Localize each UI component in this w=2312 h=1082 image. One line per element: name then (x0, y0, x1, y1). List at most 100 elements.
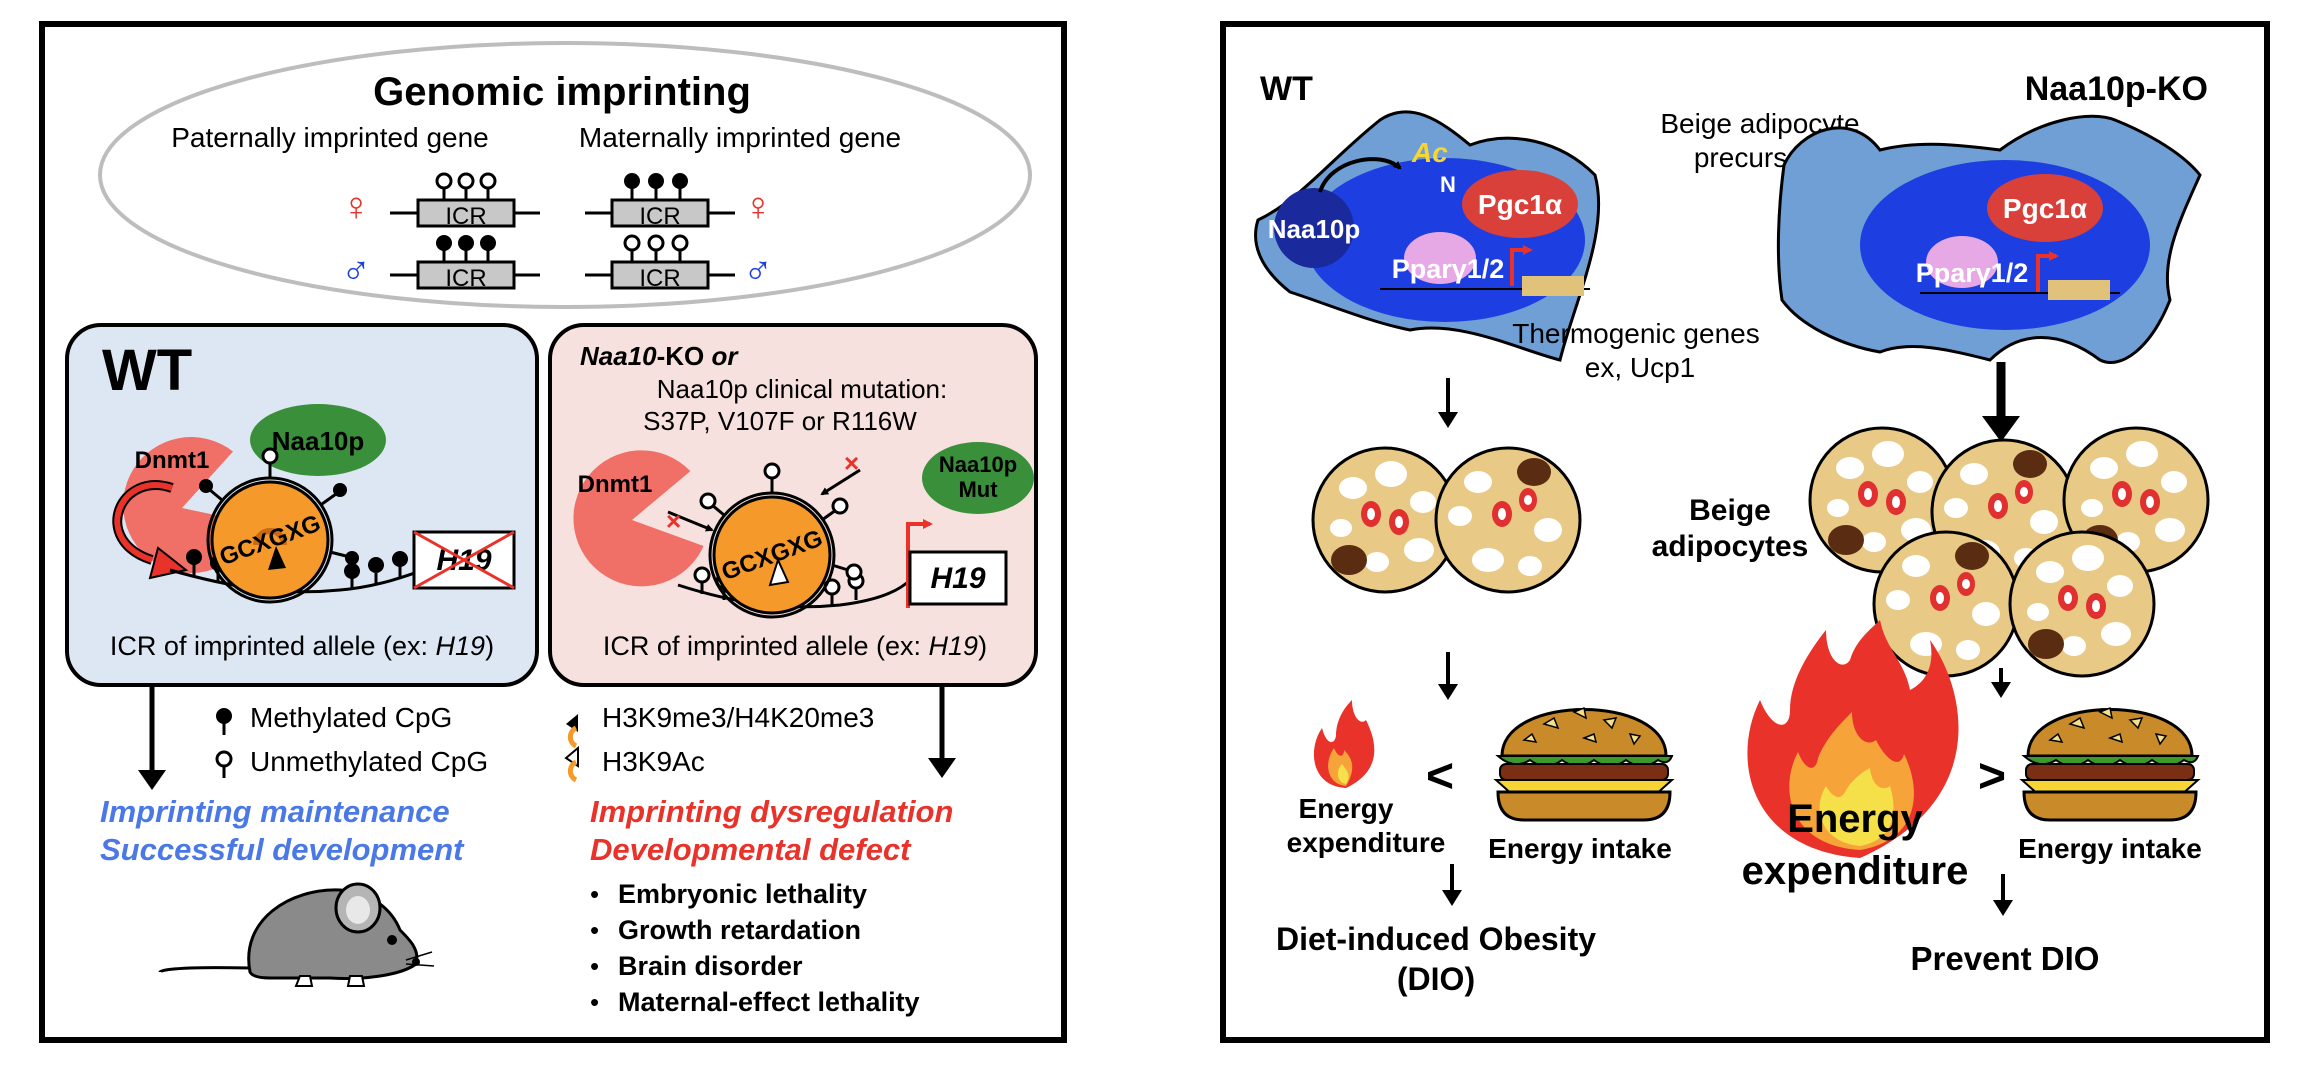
ko-differentiation-arrowhead (1982, 416, 2020, 442)
right-wt-label: WT (1260, 70, 1313, 108)
ko-histone-marks (699, 462, 863, 581)
genomic-imprinting-title: Genomic imprinting (373, 70, 751, 114)
ko-outcome-arrowhead (928, 758, 956, 778)
dio-line2: (DIO) (1397, 961, 1475, 997)
wt-expenditure-line1: Energy (1299, 793, 1394, 824)
n-terminus-label: N (1440, 172, 1456, 197)
ko-beige-adipocyte (1872, 530, 2020, 678)
ko-pgc1a-label: Pgc1α (2003, 193, 2087, 224)
wt-energy-arrowhead (1438, 684, 1458, 700)
ko-block-x: × (666, 506, 681, 536)
defect-item: Maternal-effect lethality (618, 987, 920, 1017)
ko-outcome-line1: Imprinting dysregulation (590, 794, 953, 829)
icr-label: ICR (445, 265, 486, 292)
wt-nucleosome: GCXGXG (206, 476, 334, 604)
wt-expenditure-line2: expenditure (1287, 827, 1446, 858)
paternal-label: Paternally imprinted gene (171, 122, 489, 153)
female-symbol: ♀ (341, 185, 371, 229)
ko-h19-label: H19 (930, 562, 985, 595)
wt-dnmt1-arrow (114, 482, 173, 563)
bullet: • (590, 987, 599, 1017)
ko-dnmt1-enzyme: Dnmt1 (573, 450, 704, 587)
icr-label: ICR (639, 203, 680, 230)
ko-caption: ICR of imprinted allele (ex: H19) (603, 631, 987, 661)
wt-dnmt1-label: Dnmt1 (135, 447, 210, 474)
acetyl-label: Ac (1411, 137, 1448, 168)
wt-naa10p-label: Naa10p (272, 426, 365, 456)
right-ko-label: Naa10p-KO (2025, 70, 2208, 108)
bullet: • (590, 915, 599, 945)
ko-panel-title: Naa10-KO or (580, 341, 739, 371)
wt-histone-marks (199, 447, 359, 565)
wt-ppar-label: Pparγ1/2 (1392, 254, 1505, 284)
wt-energy-intake: Energy intake (1488, 833, 1672, 864)
wt-naa10p-protein (250, 404, 386, 476)
ko-h19-box (908, 550, 1008, 606)
ko-burger-icon (2020, 706, 2200, 822)
ko-energy-intake: Energy intake (2018, 833, 2202, 864)
bullet: • (590, 951, 599, 981)
ko-beige-adipocyte (2008, 530, 2156, 678)
wt-outcome-line1: Imprinting maintenance (100, 794, 450, 829)
wt-differentiation-arrowhead (1438, 412, 1458, 428)
ko-mut-line1: Naa10p (939, 452, 1017, 477)
ko-dnmt1-label: Dnmt1 (578, 471, 653, 498)
dio-line1: Diet-induced Obesity (1276, 921, 1596, 957)
ko-precursor-cell: Pgc1α Pparγ1/2 (1776, 114, 2202, 364)
ko-clinical-line1: Naa10p clinical mutation: (657, 374, 948, 404)
ko-nucleosome: GCXGXG (708, 491, 836, 619)
legend-unmethylated: Unmethylated CpG (250, 746, 488, 777)
imprinting-ellipse (98, 41, 1032, 309)
wt-caption: ICR of imprinted allele (ex: H19) (110, 631, 494, 661)
mouse-illustration (158, 882, 435, 987)
ko-dnmt1-arrow (667, 510, 714, 532)
defect-item: Embryonic lethality (618, 879, 867, 909)
ko-mut-line2: Mut (958, 477, 998, 502)
ko-large-flame-icon (1747, 620, 1959, 858)
ko-expenditure-line2: expenditure (1742, 849, 1969, 893)
legend-h3k9ac: H3K9Ac (602, 746, 705, 777)
maternal-label: Maternally imprinted gene (579, 122, 901, 153)
icr-label: ICR (445, 203, 486, 230)
ko-energy-arrowhead (1991, 682, 2011, 698)
wt-small-flame-icon (1313, 700, 1375, 788)
icr-label: ICR (639, 265, 680, 292)
defect-list: • Embryonic lethality • Growth retardati… (590, 879, 920, 1017)
ko-transcription-arrow (906, 519, 933, 608)
legend: Methylated CpG Unmethylated CpG H3K9me3/… (214, 702, 874, 783)
ko-ppar-label: Pparγ1/2 (1916, 258, 2029, 288)
ko-naa10p-arrow (820, 468, 861, 496)
legend-methylated: Methylated CpG (250, 702, 452, 733)
thermo-line2: ex, Ucp1 (1585, 352, 1696, 383)
wt-burger-icon (1494, 706, 1674, 822)
ko-greater-than: > (1978, 750, 2006, 803)
wt-outcome-line2: Successful development (100, 832, 465, 867)
bullet: • (590, 879, 599, 909)
prevent-dio: Prevent DIO (1911, 940, 2100, 977)
legend-h3k9me3: H3K9me3/H4K20me3 (602, 702, 874, 733)
defect-item: Brain disorder (618, 951, 803, 981)
wt-dio-arrowhead (1442, 890, 1462, 906)
ko-block-x: × (844, 448, 859, 478)
maternal-gene-alleles: ICR ICR (585, 171, 735, 292)
paternal-gene-alleles: ICR ICR (390, 172, 540, 292)
wt-less-than: < (1426, 750, 1454, 803)
ko-expenditure-line1: Energy (1787, 797, 1923, 841)
wt-beige-adipocyte (1434, 446, 1582, 594)
male-symbol: ♂ (341, 249, 371, 293)
h3k9ac-icon-tail (567, 759, 578, 783)
defect-item: Growth retardation (618, 915, 861, 945)
wt-h19-cross (413, 530, 515, 590)
wt-precursor-cell: Naa10p Ac N Pgc1α Pparγ1/2 (1254, 110, 1601, 362)
h3k9me3-icon-tail (567, 725, 578, 749)
beige-line2: adipocytes (1652, 530, 1809, 563)
female-symbol: ♀ (743, 185, 773, 229)
ko-clinical-line2: S37P, V107F or R116W (643, 406, 917, 436)
wt-pgc1a-label: Pgc1α (1478, 189, 1562, 220)
beige-line1: Beige (1689, 494, 1771, 527)
wt-panel-title: WT (102, 338, 192, 403)
ko-prevent-arrowhead (1993, 900, 2013, 916)
ko-naa10p-mut-protein (922, 442, 1034, 514)
wt-naa10p-label: Naa10p (1268, 214, 1361, 244)
